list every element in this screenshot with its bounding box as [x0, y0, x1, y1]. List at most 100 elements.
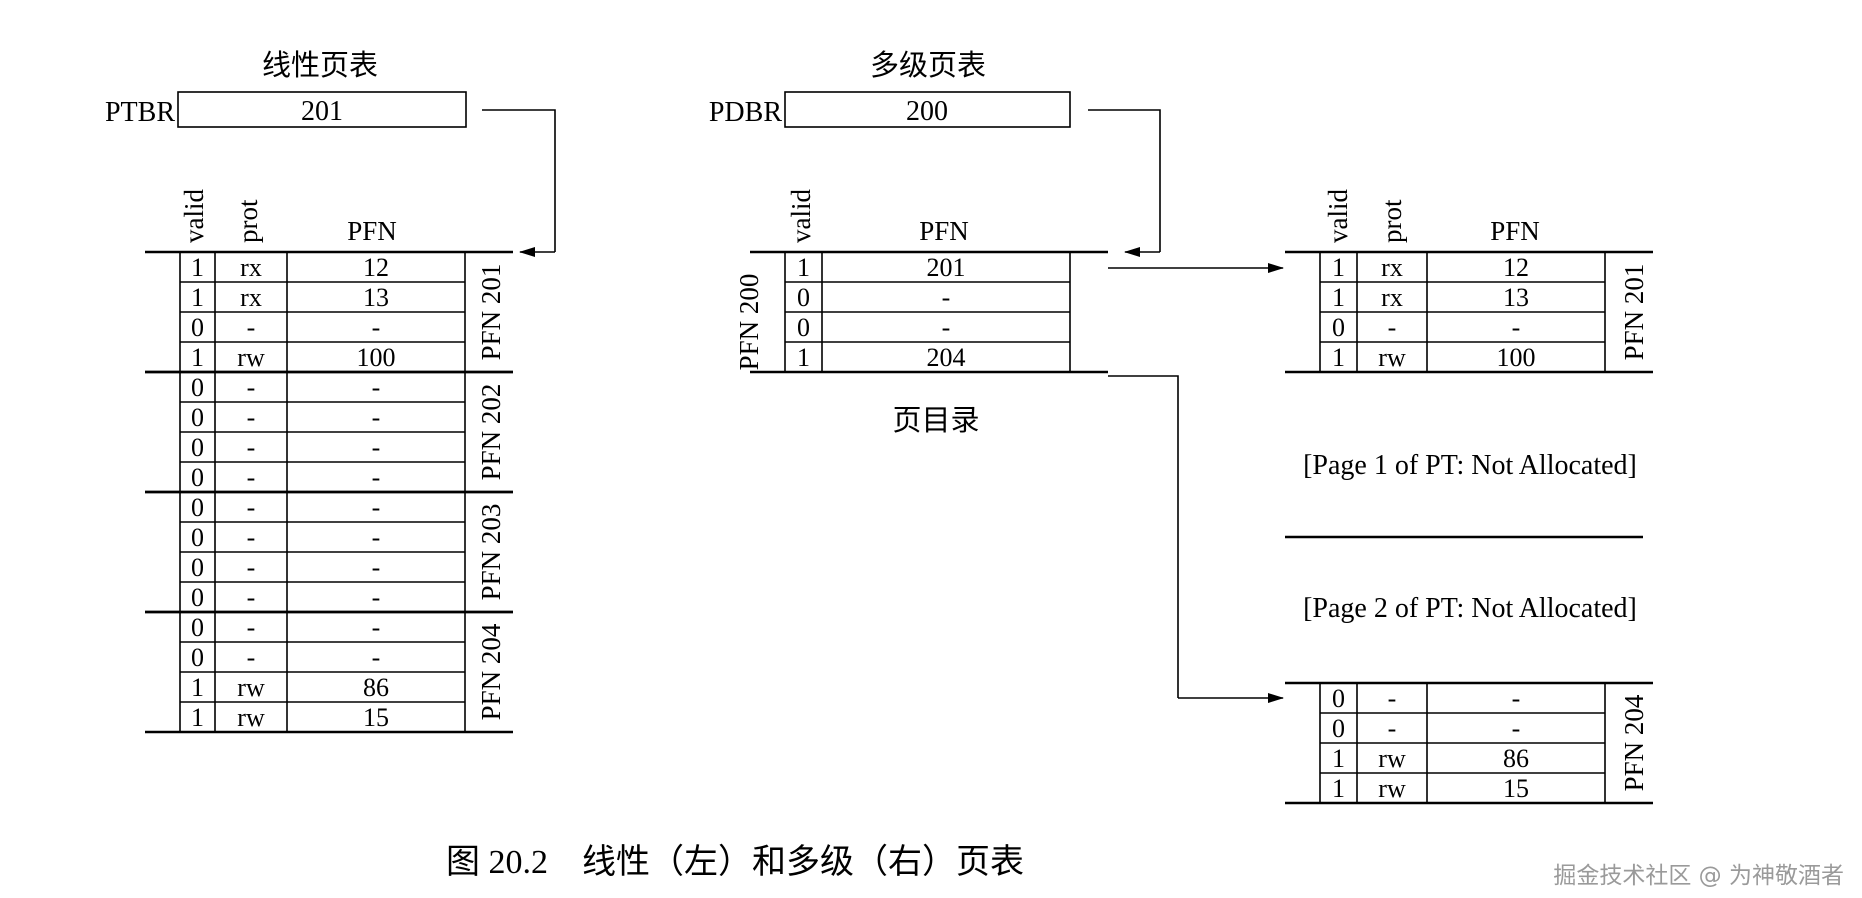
- linear-p2-page-label: PFN 203: [476, 504, 506, 601]
- ptbr-value: 201: [301, 96, 343, 127]
- linear-p0-cell: 1: [191, 253, 204, 282]
- pt3-cell: 0: [1332, 684, 1345, 713]
- pt0-page-label: PFN 201: [1619, 264, 1649, 361]
- pdbr-pointer-line: [1088, 109, 1161, 252]
- linear-p3-cell: 1: [191, 673, 204, 702]
- pt0-cell: 12: [1503, 253, 1529, 282]
- pt3-cell: rw: [1378, 774, 1406, 803]
- linear-p2-cell: -: [372, 523, 381, 552]
- linear-p0-cell: 1: [191, 343, 204, 372]
- pt0-cell: 1: [1332, 253, 1345, 282]
- pt3-cell: rw: [1378, 744, 1406, 773]
- pt3-cell: 1: [1332, 744, 1345, 773]
- pt0-cell: rw: [1378, 343, 1406, 372]
- pt3-cell: 86: [1503, 744, 1529, 773]
- linear-p0-cell: 100: [357, 343, 396, 372]
- linear-p0-cell: rw: [237, 343, 265, 372]
- ptbr-register: [177, 91, 467, 128]
- dir-header-valid: valid: [786, 189, 816, 243]
- linear-p0-cell: -: [372, 313, 381, 342]
- linear-p1-cell: 0: [191, 403, 204, 432]
- dir-side-label: PFN 200: [734, 274, 764, 371]
- pt3-cell: 1: [1332, 774, 1345, 803]
- ptbr-pointer-line: [482, 109, 556, 252]
- figure-caption: 图 20.2 线性（左）和多级（右）页表: [446, 843, 1024, 881]
- linear-p0-cell: 0: [191, 313, 204, 342]
- dir-cell-valid: 0: [797, 283, 810, 312]
- linear-p3-cell: 0: [191, 613, 204, 642]
- linear-p1-cell: -: [247, 433, 256, 462]
- dir-cell-pfn: 204: [927, 343, 966, 372]
- dir-cell-valid: 1: [797, 343, 810, 372]
- pt3-cell: -: [1512, 684, 1521, 713]
- linear-p1-cell: -: [372, 463, 381, 492]
- pt3-cell: -: [1512, 714, 1521, 743]
- linear-p3-cell: -: [372, 643, 381, 672]
- multi-title: 多级页表: [870, 48, 986, 82]
- linear-p3-cell: 86: [363, 673, 389, 702]
- linear-p1-cell: -: [372, 403, 381, 432]
- linear-p0-cell: rx: [240, 283, 262, 312]
- linear-p2-cell: -: [372, 583, 381, 612]
- linear-p2-cell: 0: [191, 553, 204, 582]
- dir-cell-valid: 0: [797, 313, 810, 342]
- linear-p1-cell: -: [372, 433, 381, 462]
- linear-header-prot: prot: [233, 199, 263, 243]
- pt-header-valid: valid: [1323, 189, 1353, 243]
- linear-p0-cell: 13: [363, 283, 389, 312]
- linear-p0-cell: 12: [363, 253, 389, 282]
- note-page2-not-allocated: [Page 2 of PT: Not Allocated]: [1303, 593, 1637, 624]
- pdbr-register: [784, 91, 1071, 128]
- pt0-cell: rx: [1381, 253, 1403, 282]
- linear-p3-cell: rw: [237, 703, 265, 732]
- dir-header-pfn: PFN: [919, 216, 969, 246]
- linear-p2-cell: -: [372, 553, 381, 582]
- linear-p0-cell: rx: [240, 253, 262, 282]
- linear-header-valid: valid: [179, 189, 209, 243]
- ptbr-label: PTBR: [105, 97, 175, 128]
- dir-cell-pfn: 201: [927, 253, 966, 282]
- pt-header-pfn: PFN: [1490, 216, 1540, 246]
- linear-p2-cell: 0: [191, 493, 204, 522]
- linear-p3-cell: 0: [191, 643, 204, 672]
- pt3-page-label: PFN 204: [1619, 694, 1649, 791]
- dir-cell-pfn: -: [942, 313, 951, 342]
- linear-header-pfn: PFN: [347, 216, 397, 246]
- linear-title: 线性页表: [262, 48, 378, 82]
- linear-p3-page-label: PFN 204: [476, 623, 506, 720]
- pt3-cell: -: [1388, 684, 1397, 713]
- pt0-cell: -: [1512, 313, 1521, 342]
- pt3-cell: 15: [1503, 774, 1529, 803]
- linear-p3-cell: -: [372, 613, 381, 642]
- linear-p2-cell: 0: [191, 523, 204, 552]
- linear-p0-cell: -: [247, 313, 256, 342]
- linear-p0-cell: 1: [191, 283, 204, 312]
- linear-p1-cell: 0: [191, 463, 204, 492]
- pt0-cell: 100: [1497, 343, 1536, 372]
- pt0-cell: 1: [1332, 343, 1345, 372]
- note-page1-not-allocated: [Page 1 of PT: Not Allocated]: [1303, 450, 1637, 481]
- watermark: 掘金技术社区 @ 为神敬酒者: [1553, 863, 1844, 889]
- linear-p1-cell: -: [247, 403, 256, 432]
- linear-p3-cell: 15: [363, 703, 389, 732]
- linear-p1-cell: 0: [191, 373, 204, 402]
- pt3-cell: -: [1388, 714, 1397, 743]
- pdbr-value: 200: [906, 96, 948, 127]
- linear-p1-cell: -: [247, 463, 256, 492]
- dir-cell-valid: 1: [797, 253, 810, 282]
- linear-p2-cell: -: [247, 523, 256, 552]
- linear-p1-cell: -: [247, 373, 256, 402]
- linear-p2-cell: -: [372, 493, 381, 522]
- linear-p1-cell: 0: [191, 433, 204, 462]
- linear-p3-cell: 1: [191, 703, 204, 732]
- linear-p2-cell: -: [247, 583, 256, 612]
- linear-p2-cell: -: [247, 493, 256, 522]
- pt0-cell: -: [1388, 313, 1397, 342]
